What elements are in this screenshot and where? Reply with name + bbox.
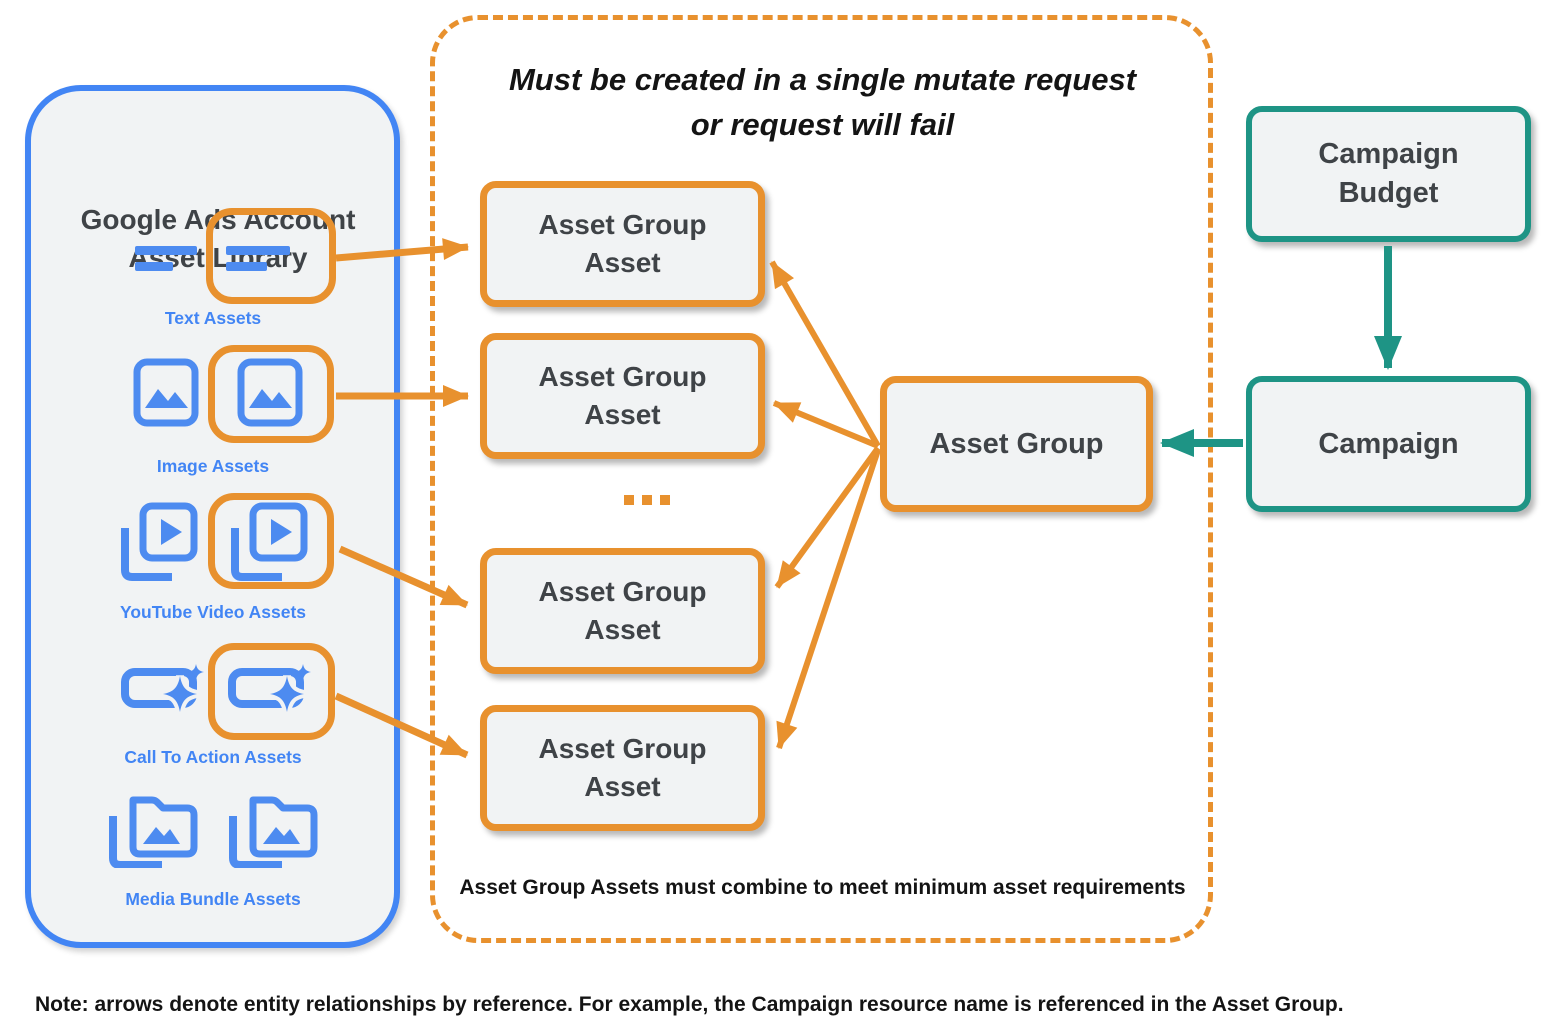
text-asset-highlight-box — [206, 208, 336, 304]
asset-group-asset-box-4: Asset Group Asset — [480, 705, 765, 831]
call-to-action-assets-label: Call To Action Assets — [124, 747, 302, 767]
campaign-label: Campaign — [1318, 427, 1459, 460]
campaign-box: Campaign — [1246, 376, 1531, 512]
call-to-action-asset-icon — [228, 664, 311, 713]
campaign-budget-label: Campaign Budget — [1318, 137, 1459, 209]
image-assets-label: Image Assets — [156, 456, 270, 476]
media-bundle-assets-label: Media Bundle Assets — [125, 889, 301, 909]
media-bundle-asset-icon — [229, 796, 318, 868]
asset-group-label: Asset Group — [929, 427, 1104, 460]
youtube-video-assets-label: YouTube Video Assets — [119, 602, 307, 622]
asset-group-asset-label: Asset Group Asset — [538, 209, 707, 278]
call-to-action-highlight-box — [208, 643, 335, 740]
media-bundle-asset-icon — [109, 796, 198, 868]
asset-group-asset-box-2: Asset Group Asset — [480, 333, 765, 459]
ellipsis: ... — [624, 495, 670, 505]
asset-group-asset-label: Asset Group Asset — [538, 733, 707, 802]
mutate-title-line2: or request will fail — [690, 106, 955, 142]
text-asset-icon — [226, 246, 290, 271]
ellipsis-dot — [642, 495, 652, 505]
footnote: Note: arrows denote entity relationships… — [35, 993, 1344, 1016]
image-asset-icon — [133, 358, 199, 427]
youtube-asset-highlight-box — [208, 493, 334, 589]
asset-group-asset-box-3: Asset Group Asset — [480, 548, 765, 674]
youtube-video-asset-icon — [121, 502, 198, 581]
ellipsis-dot — [624, 495, 634, 505]
ellipsis-dot — [660, 495, 670, 505]
asset-group-box: Asset Group — [880, 376, 1153, 512]
asset-group-asset-label: Asset Group Asset — [538, 361, 707, 430]
image-asset-icon — [237, 358, 303, 427]
campaign-budget-box: Campaign Budget — [1246, 106, 1531, 242]
image-asset-highlight-box — [208, 345, 334, 443]
youtube-video-asset-icon — [231, 502, 308, 581]
text-asset-icon — [135, 246, 197, 271]
call-to-action-asset-icon — [121, 664, 204, 713]
asset-group-asset-label: Asset Group Asset — [538, 576, 707, 645]
asset-group-asset-box-1: Asset Group Asset — [480, 181, 765, 307]
mutate-panel-title: Must be created in a single mutate reque… — [450, 58, 1195, 148]
mutate-title-line1: Must be created in a single mutate reque… — [508, 62, 1137, 97]
mutate-panel-footer: Asset Group Assets must combine to meet … — [459, 876, 1186, 899]
text-assets-label: Text Assets — [164, 308, 262, 328]
